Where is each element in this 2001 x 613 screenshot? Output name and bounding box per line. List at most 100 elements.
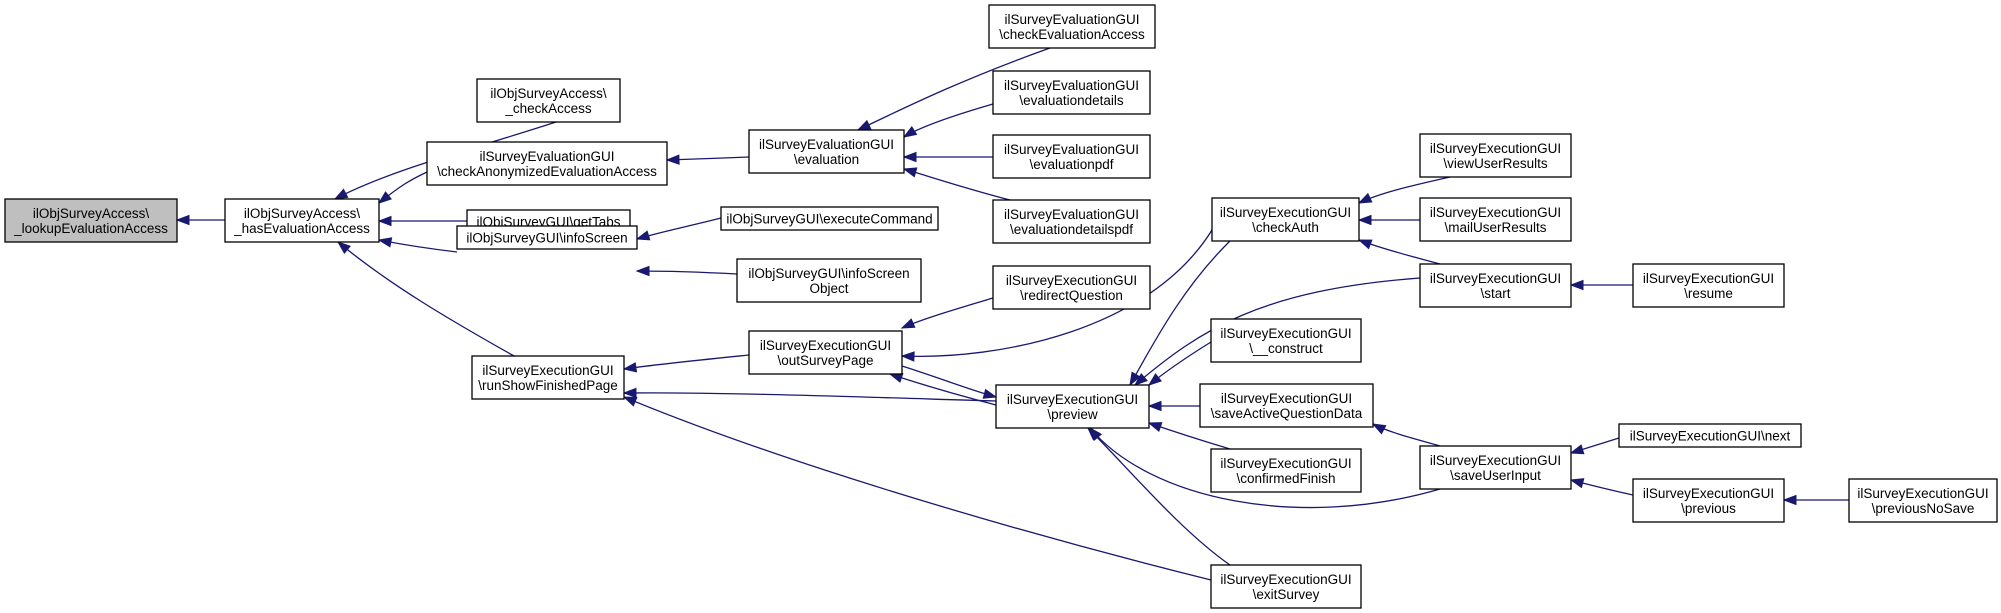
arrowhead-icon [1782, 494, 1797, 506]
edge-n29-to-n28 [1782, 494, 1849, 506]
node-label-line: \runShowFinishedPage [478, 378, 618, 393]
graph-node-n25[interactable]: ilSurveyExecutionGUI\saveUserInput [1419, 445, 1572, 490]
graph-node-n17[interactable]: ilSurveyExecutionGUI\checkAuth [1211, 197, 1360, 242]
edge-line [857, 47, 1051, 131]
graph-node-n1[interactable]: ilObjSurveyAccess\_hasEvaluationAccess [224, 198, 380, 243]
graph-node-n28[interactable]: ilSurveyExecutionGUI\previous [1632, 478, 1785, 523]
nodes-layer: ilObjSurveyAccess\_lookupEvaluationAcces… [4, 4, 1998, 609]
node-label-line: \evaluationdetails [1019, 93, 1124, 108]
graph-node-n18[interactable]: ilSurveyExecutionGUI\__construct [1210, 318, 1362, 363]
node-label-line: _hasEvaluationAccess [233, 221, 370, 236]
edge-line [903, 103, 994, 138]
graph-node-n20[interactable]: ilSurveyExecutionGUI\confirmedFinish [1210, 448, 1362, 493]
node-label-line: ilSurveyExecutionGUI [1430, 205, 1561, 220]
node-label-line: ilObjSurveyAccess\ [490, 86, 607, 101]
edge-n3-to-n1 [377, 171, 428, 204]
edge-n22-to-n17 [1357, 176, 1451, 204]
node-label-line: ilObjSurveyGUI\infoScreen [748, 266, 909, 281]
node-label-line: \previous [1681, 501, 1736, 516]
graph-node-n10[interactable]: ilSurveyExecutionGUI\outSurveyPage [748, 330, 903, 375]
graph-node-n29[interactable]: ilSurveyExecutionGUI\previousNoSave [1848, 478, 1998, 523]
node-box [471, 355, 625, 400]
node-label-line: _lookupEvaluationAccess [13, 221, 168, 236]
edge-n13-to-n7 [902, 151, 993, 163]
graph-node-n3[interactable]: ilSurveyEvaluationGUI\checkAnonymizedEva… [426, 141, 668, 186]
edge-n23-to-n17 [1357, 214, 1420, 226]
node-label-line: ilSurveyEvaluationGUI [759, 137, 894, 152]
node-label-line: ilSurveyExecutionGUI [1430, 141, 1561, 156]
graph-node-n27[interactable]: ilSurveyExecutionGUI\next [1618, 423, 1802, 448]
node-box [1419, 445, 1572, 490]
graph-node-n16[interactable]: ilSurveyExecutionGUI\preview [995, 384, 1150, 429]
edge-line [636, 270, 738, 275]
node-label-line: ilObjSurveyAccess\ [33, 206, 150, 221]
node-box [1632, 263, 1785, 308]
edge-n27-to-n25 [1569, 437, 1620, 455]
node-box [224, 198, 380, 243]
node-label-line: \viewUserResults [1443, 156, 1548, 171]
graph-node-n26[interactable]: ilSurveyExecutionGUI\resume [1632, 263, 1785, 308]
node-label-line: Object [809, 281, 848, 296]
graph-node-n13[interactable]: ilSurveyEvaluationGUI\evaluationpdf [992, 134, 1151, 179]
node-box [1419, 133, 1572, 178]
arrowhead-icon [635, 230, 651, 241]
graph-node-n23[interactable]: ilSurveyExecutionGUI\mailUserResults [1419, 197, 1572, 242]
edge-n24-to-n16 [1133, 277, 1421, 386]
edge-line [1134, 277, 1421, 386]
node-label-line: ilSurveyExecutionGUI [1857, 486, 1988, 501]
node-label-line: \previousNoSave [1872, 501, 1975, 516]
edge-n10-to-n6 [622, 354, 750, 373]
node-box [992, 265, 1151, 310]
graph-node-n14[interactable]: ilSurveyEvaluationGUI\evaluationdetailsp… [992, 199, 1151, 244]
node-label-line: \redirectQuestion [1020, 288, 1123, 303]
arrowhead-icon [336, 241, 351, 254]
arrowhead-icon [1569, 444, 1585, 455]
node-box [992, 70, 1151, 115]
graph-node-n8[interactable]: ilObjSurveyGUI\executeCommand [720, 206, 939, 231]
node-label-line: \saveActiveQuestionData [1211, 406, 1363, 421]
graph-node-n0[interactable]: ilObjSurveyAccess\_lookupEvaluationAcces… [4, 198, 178, 243]
edge-n15-to-n10 [900, 297, 994, 329]
node-box [1199, 383, 1374, 428]
graph-node-n22[interactable]: ilSurveyExecutionGUI\viewUserResults [1419, 133, 1572, 178]
node-label-line: \preview [1047, 407, 1098, 422]
node-box [476, 78, 621, 123]
node-box [456, 225, 638, 250]
edge-n18-to-n16 [1147, 341, 1212, 386]
node-label-line: \evaluationpdf [1029, 157, 1113, 172]
edge-n10-to-n16 [901, 365, 998, 399]
graph-node-n6[interactable]: ilSurveyExecutionGUI\runShowFinishedPage [471, 355, 625, 400]
graph-node-n11[interactable]: ilSurveyEvaluationGUI\checkEvaluationAcc… [988, 4, 1156, 49]
node-label-line: \exitSurvey [1253, 587, 1320, 602]
graph-node-n15[interactable]: ilSurveyExecutionGUI\redirectQuestion [992, 265, 1151, 310]
arrowhead-icon [622, 362, 638, 373]
graph-node-n21[interactable]: ilSurveyExecutionGUI\exitSurvey [1210, 564, 1362, 609]
arrowhead-icon [1147, 373, 1163, 386]
node-box [1419, 263, 1572, 308]
graph-node-n12[interactable]: ilSurveyEvaluationGUI\evaluationdetails [992, 70, 1151, 115]
edge-n6-to-n1 [336, 241, 515, 357]
arrowhead-icon [982, 388, 998, 399]
node-box [995, 384, 1150, 429]
arrowhead-icon [1357, 239, 1373, 250]
node-label-line: _checkAccess [504, 101, 592, 116]
node-label-line: ilSurveyExecutionGUI [1006, 273, 1137, 288]
edge-line [623, 396, 1212, 581]
edge-n16-to-n10 [888, 372, 997, 406]
graph-node-n24[interactable]: ilSurveyExecutionGUI\start [1419, 263, 1572, 308]
graph-node-n19[interactable]: ilSurveyExecutionGUI\saveActiveQuestionD… [1199, 383, 1374, 428]
node-box [748, 330, 903, 375]
node-label-line: ilSurveyExecutionGUI [1430, 453, 1561, 468]
node-label-line: \checkAnonymizedEvaluationAccess [437, 164, 657, 179]
graph-node-n7[interactable]: ilSurveyEvaluationGUI\evaluation [748, 129, 905, 174]
graph-node-n2[interactable]: ilObjSurveyAccess\_checkAccess [476, 78, 621, 123]
node-label-line: \checkAuth [1252, 220, 1319, 235]
graph-node-n5[interactable]: ilObjSurveyGUI\infoScreen [456, 225, 638, 250]
arrowhead-icon [1129, 371, 1141, 387]
node-label-line: \outSurveyPage [777, 353, 873, 368]
node-label-line: \saveUserInput [1450, 468, 1541, 483]
arrowhead-icon [1357, 192, 1373, 204]
edge-line [1087, 427, 1231, 566]
